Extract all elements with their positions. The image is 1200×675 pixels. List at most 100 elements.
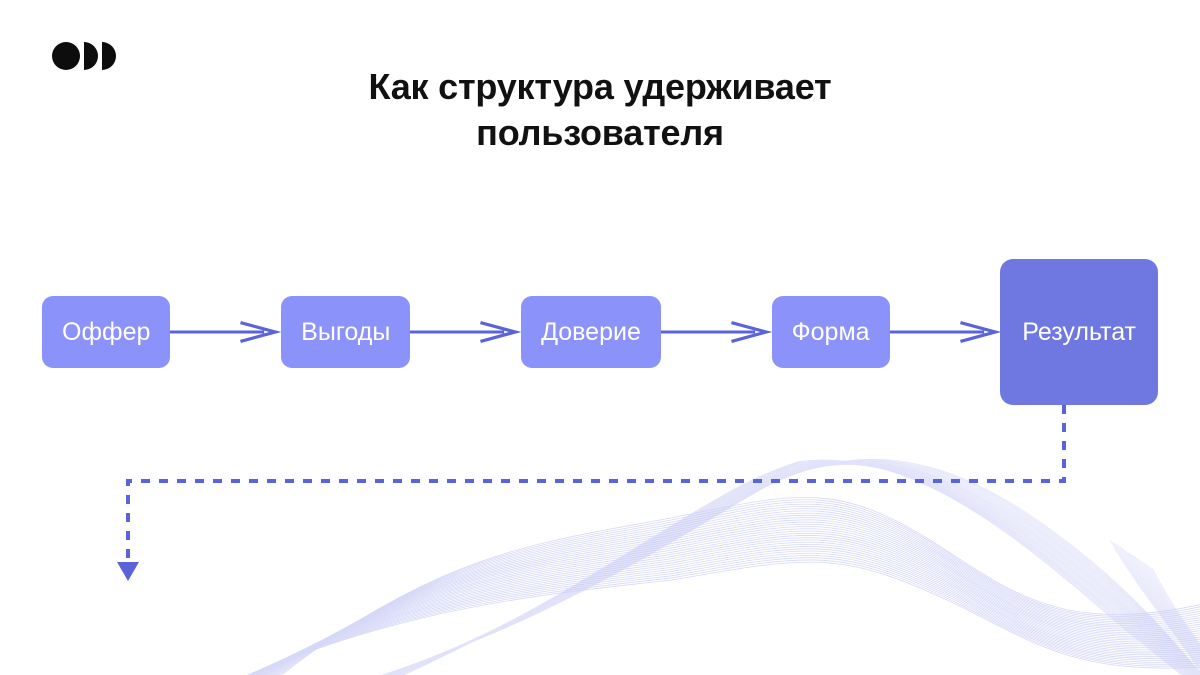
wave-line [1109,539,1200,673]
wave-line [387,463,1197,675]
wave-line [1144,562,1200,649]
page-title-line-2: пользователя [476,111,724,153]
wave-line [249,543,1200,675]
wave-line [247,561,1200,675]
wave-line [1126,551,1200,660]
wave-line [269,510,1200,675]
funnel-flow-chain: Оффер Выгоды Доверие Форма Результат [42,259,1158,405]
wave-line [260,521,1200,675]
wave-line [262,519,1200,675]
wave-line [1129,553,1200,659]
flow-arrow-icon-2 [410,319,521,345]
wave-line [396,462,1189,675]
wave-line [1139,559,1200,652]
wave-line [1122,548,1200,664]
wave-line [278,499,1200,675]
flow-node-1[interactable]: Оффер [42,296,171,368]
wave-line [390,464,1194,675]
wave-line [394,463,1191,675]
wave-line [388,463,1196,675]
wave-line [247,557,1200,675]
wave-line [274,503,1200,675]
wave-line [402,459,1183,675]
flow-node-label: Результат [1022,317,1136,346]
wave-line [384,462,1200,675]
wave-line [265,514,1200,675]
wave-line [1134,556,1200,655]
wave-line [248,550,1200,675]
wave-line [248,548,1200,675]
wave-line [259,523,1200,675]
flow-node-label: Оффер [62,317,151,346]
wave-line [389,463,1196,675]
brand-logo [52,41,116,71]
wave-line [391,464,1194,675]
wave-line [382,460,1200,675]
wave-line [385,463,1199,675]
wave-line [1131,554,1200,657]
wave-line [250,541,1200,675]
wave-line [389,463,1195,675]
logo-half-circle-icon-1 [84,42,98,70]
wave-line [383,462,1200,675]
wave-line [263,517,1200,675]
feedback-arrowhead-icon [117,562,139,581]
wave-line [1119,546,1200,665]
wave-line [397,462,1188,675]
wave-line [385,462,1199,675]
wave-line [1149,566,1200,647]
flow-node-2[interactable]: Выгоды [281,296,411,368]
page-title: Как структура удерживает пользователя [0,64,1200,155]
wave-line [247,552,1200,675]
wave-line [398,461,1187,675]
wave-line [251,539,1200,675]
wave-line [247,559,1200,675]
wave-line [386,463,1198,675]
wave-line [1124,549,1200,662]
wave-line [383,461,1200,675]
wave-line [254,532,1200,675]
wave-line [395,463,1190,675]
flow-node-label: Форма [791,317,870,346]
wave-line [1151,567,1200,645]
wave-line [272,505,1200,675]
wave-line [1146,564,1200,648]
wave-line [393,463,1192,675]
flow-node-5[interactable]: Результат [1000,259,1158,405]
flow-arrow-icon-1 [170,319,281,345]
flow-node-3[interactable]: Доверие [521,296,661,368]
wave-line [1141,561,1200,651]
wave-line [399,461,1186,675]
logo-half-circle-icon-2 [102,42,116,70]
wave-line [1112,541,1200,671]
wave-line [382,460,1200,675]
wave-line [1117,544,1200,667]
wave-line [247,555,1200,675]
page-title-line-1: Как структура удерживает [368,66,832,108]
wave-line [276,501,1200,675]
flow-arrow-icon-4 [889,319,1001,345]
wave-line [383,461,1200,675]
wave-line [401,460,1184,675]
logo-circle-icon [52,42,80,70]
flow-node-4[interactable]: Форма [771,296,890,368]
wave-line [381,459,1200,675]
feedback-dashed-path [126,405,1066,562]
flow-node-label: Выгоды [301,317,391,346]
flow-arrow-icon-3 [660,319,772,345]
wave-line [400,460,1185,675]
wave-line [280,496,1200,675]
wave-line [386,463,1197,675]
wave-line [256,528,1200,675]
wave-line [255,530,1200,675]
wave-line [267,512,1200,675]
wave-line [253,535,1200,675]
wave-line [1136,557,1200,654]
wave-line [252,537,1200,675]
flow-node-label: Доверие [541,317,641,346]
wave-line [257,526,1200,675]
wave-line [392,463,1193,675]
wave-line [1114,543,1200,669]
wave-line [270,508,1200,675]
